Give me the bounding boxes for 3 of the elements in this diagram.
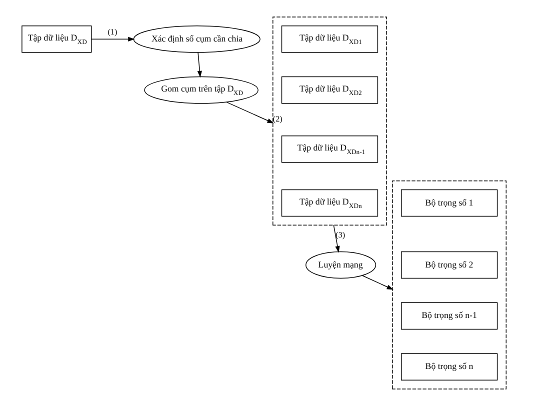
edge-label: (2) xyxy=(272,114,282,124)
edge-label: (3) xyxy=(335,230,345,240)
edge-label: (1) xyxy=(107,28,117,37)
